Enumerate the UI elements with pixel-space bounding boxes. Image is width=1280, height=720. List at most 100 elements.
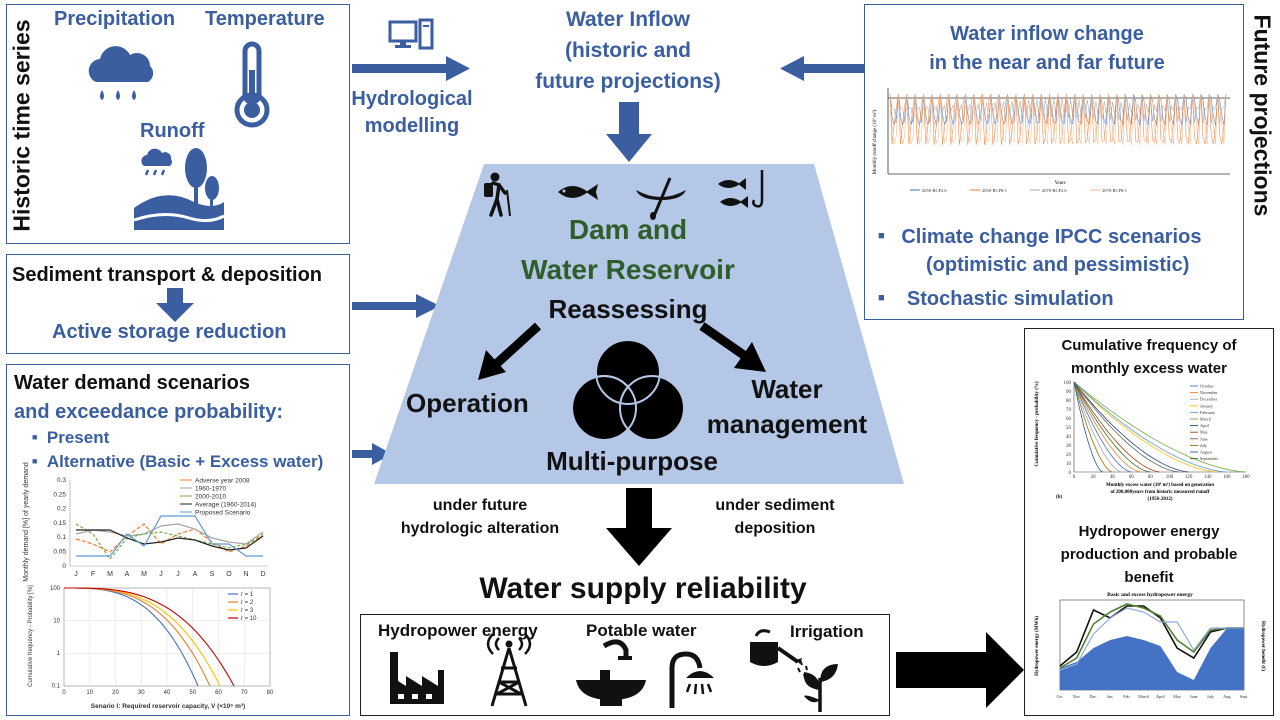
multipurpose-label: Multi-purpose: [546, 446, 718, 476]
cf-ylabel: Cumulative frequency - probability (%): [1035, 381, 1040, 466]
arrow-from-future: [780, 56, 864, 81]
cf-legend-item: January: [1200, 403, 1214, 408]
cf-legend-item: July: [1200, 443, 1208, 448]
demand-chart1-month: J: [74, 571, 78, 578]
demand-chart1-month: A: [125, 571, 130, 578]
cf-xtick: 60: [1129, 475, 1135, 480]
demand-bullet-2: ■ Alternative (Basic + Excess water): [32, 452, 324, 471]
arrow-to-operation: [478, 322, 542, 380]
demand-chart1-legend-item: Average (1960-2014): [195, 502, 256, 509]
demand-chart2-ytick: 0.1: [52, 684, 61, 690]
demand-panel: [6, 364, 350, 716]
hp-month-tick: Feb.: [1123, 694, 1130, 699]
cf-xtick: 120: [1185, 475, 1193, 480]
demand-chart1-ylabel: Monthly demand [%] of yearly demand: [23, 462, 30, 582]
hp-line-series: [1059, 603, 1244, 669]
demand-chart1-month: A: [193, 571, 198, 578]
fishing-icon: [718, 170, 764, 208]
demand-chart2-xtick: 0: [62, 690, 66, 696]
demand-chart1-legend-item: 2000-2010: [195, 494, 226, 501]
cf-legend-item: September: [1200, 456, 1219, 461]
hp-area-series: [1060, 628, 1244, 690]
hp-month-tick: Nov.: [1073, 694, 1081, 699]
demand-chart2-ytick: 100: [50, 586, 61, 592]
cf-xlabel-3: (1956-2012): [1148, 497, 1173, 502]
cf-ytick: 0: [1069, 471, 1072, 476]
hydropower-chart: Basic and excess hydropower energy Hydro…: [1035, 592, 1265, 699]
inflow-series-line: [889, 93, 1227, 145]
historic-vertical-title: Historic time series: [8, 19, 35, 232]
demand-monthly-chart: Monthly demand [%] of yearly demand 0.30…: [23, 462, 268, 582]
cf-series-line: [1073, 381, 1227, 473]
plant-icon: [797, 659, 838, 712]
hydropower-label: Hydropower energy: [378, 621, 538, 640]
demand-chart2-xtick: 10: [86, 690, 93, 696]
arrow-to-reliability: [606, 488, 672, 566]
cf-ytick: 20: [1066, 453, 1072, 458]
demand-chart2-xtick: 30: [138, 690, 145, 696]
cf-tag: (b): [1056, 495, 1062, 500]
hp-line-series: [1059, 607, 1244, 671]
demand-chart1-legend-item: 1960-1970: [195, 486, 226, 493]
cf-series-line: [1073, 381, 1246, 473]
demand-chart1-month: J: [159, 571, 163, 578]
demand-chart2-xtick: 70: [241, 690, 248, 696]
demand-bullet-1: ■ Present: [32, 428, 110, 447]
future-vertical-title: Future projections: [1249, 14, 1276, 217]
future-bullet-2: ■ Stochastic simulation: [878, 288, 1114, 310]
cf-legend-item: October: [1200, 384, 1214, 389]
arrow-demand-to-reservoir: [352, 443, 392, 465]
hp-ylabel-right: Hydropower benefit (€): [1260, 621, 1265, 671]
cf-ytick: 60: [1066, 417, 1072, 422]
precipitation-label: Precipitation: [54, 8, 176, 30]
cf-legend-item: April: [1200, 423, 1210, 428]
demand-chart1-month: M: [141, 571, 147, 578]
cumulative-frequency-chart: Cumulative frequency - probability (%) 1…: [1035, 381, 1250, 502]
rain-cloud-icon: [88, 46, 154, 100]
cf-legend-item: August: [1200, 450, 1213, 455]
inflow-ylabel: Monthly runoff change (10⁶ m³): [872, 110, 878, 175]
demand-chart1-legend-item: Adverse year 2008: [195, 478, 250, 485]
demand-subtitle: and exceedance probability:: [14, 401, 283, 423]
demand-chart2-legend-item: r = 2: [241, 600, 254, 606]
irrigation-label: Irrigation: [790, 622, 864, 641]
demand-chart1-series: [76, 529, 264, 551]
cf-xtick: 160: [1223, 475, 1231, 480]
runoff-label: Runoff: [140, 120, 205, 142]
demand-chart2-xlabel: Senario I: Required reservoir capacity, …: [91, 703, 245, 710]
demand-chart1-month: O: [226, 571, 232, 578]
cf-xtick: 140: [1204, 475, 1212, 480]
hp-month-tick: June: [1190, 694, 1198, 699]
demand-chart1-month: D: [260, 571, 265, 578]
demand-chart2-legend-item: r = 1: [241, 592, 254, 598]
demand-chart2-legend-item: r = 3: [241, 608, 254, 614]
arrow-inflow-down: [606, 102, 652, 162]
cf-xtick: 0: [1073, 475, 1076, 480]
arrow-to-inflow: [352, 56, 470, 81]
cf-xtick: 40: [1110, 475, 1116, 480]
cf-ytick: 10: [1066, 462, 1072, 467]
reliability-title: Water supply reliability: [479, 572, 807, 605]
demand-chart1-ytick: 0: [62, 563, 66, 570]
runoff-landscape-icon: [133, 148, 225, 230]
demand-chart2-ytick: 1: [57, 651, 61, 657]
hp-month-tick: Jan.: [1107, 694, 1114, 699]
demand-title: Water demand scenarios: [14, 372, 251, 394]
canoe-icon: [636, 177, 686, 220]
demand-chart1-series: [76, 515, 263, 557]
cf-series-line: [1073, 381, 1151, 473]
demand-chart1-ytick: 0.1: [57, 534, 66, 541]
cf-ytick: 100: [1064, 381, 1072, 386]
demand-chart2-ytick: 10: [53, 619, 60, 625]
factory-icon: [390, 652, 444, 704]
cf-legend-item: June: [1200, 436, 1208, 441]
potable-label: Potable water: [586, 621, 697, 640]
demand-chart1-ytick: 0.15: [53, 520, 66, 527]
demand-chart1-ytick: 0.25: [53, 491, 66, 498]
demand-chart1-month: M: [107, 571, 113, 578]
